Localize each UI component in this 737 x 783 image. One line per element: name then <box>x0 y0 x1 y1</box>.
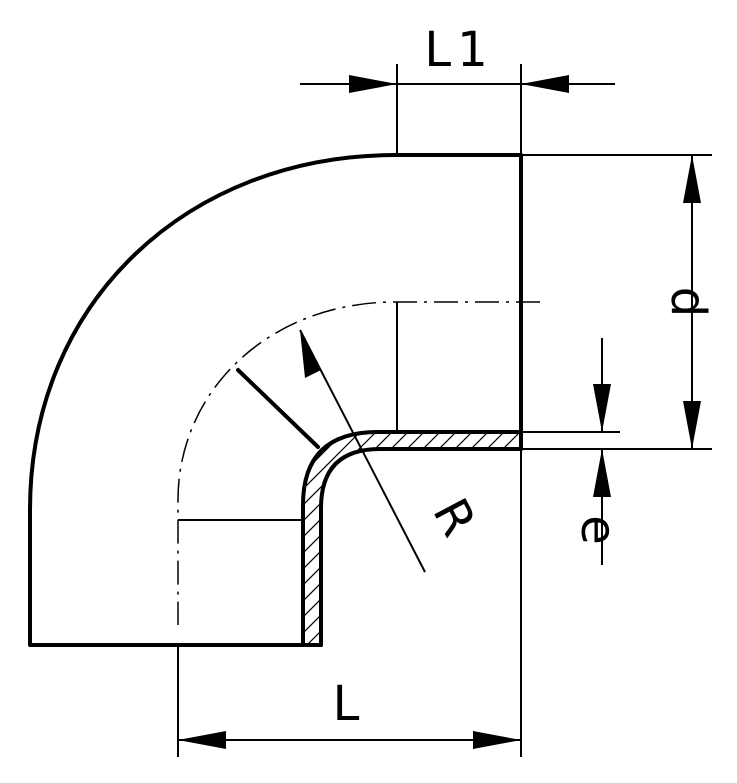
hatch-line <box>459 432 521 645</box>
wall-hatching <box>0 400 521 700</box>
hatch-line <box>443 432 521 645</box>
elbow-outer-contour <box>28 153 523 647</box>
centerline-arc <box>177 301 540 625</box>
dimension-e: e <box>521 338 626 565</box>
hatch-line <box>0 400 216 700</box>
hatch-line <box>303 432 521 645</box>
hatch-line <box>395 432 521 645</box>
hatch-line <box>303 432 441 645</box>
wall-inner-line <box>319 447 523 647</box>
hatch-line <box>303 432 489 645</box>
label-L1: L1 <box>424 22 493 78</box>
dimension-d: d <box>521 154 716 450</box>
hatch-line <box>303 432 377 645</box>
hatch-line <box>315 432 521 645</box>
hatch-line <box>363 432 521 645</box>
hatch-line <box>303 432 521 645</box>
dimension-R: R <box>236 329 487 573</box>
hatch-line <box>303 432 521 645</box>
hatch-line <box>427 432 521 645</box>
hatch-line <box>303 432 457 645</box>
hatch-line <box>379 432 521 645</box>
hatch-line <box>303 432 409 645</box>
wall-outer-line <box>301 430 523 647</box>
dimension-L1: L1 <box>300 22 615 155</box>
hatch-line <box>303 432 521 645</box>
label-R: R <box>422 490 487 546</box>
dimension-L: L <box>177 449 522 757</box>
hatch-line <box>491 432 521 645</box>
label-d: d <box>660 287 716 317</box>
hatch-line <box>303 432 505 645</box>
hatch-line <box>475 432 521 645</box>
hatch-line <box>303 432 425 645</box>
label-e: e <box>570 515 626 545</box>
label-L: L <box>333 676 360 732</box>
hatch-line <box>411 432 521 645</box>
hatch-line <box>303 432 393 645</box>
hatch-line <box>0 400 280 700</box>
hatch-line <box>303 432 345 645</box>
hatch-line <box>303 432 313 645</box>
hatch-line <box>0 400 264 700</box>
hatch-line <box>0 400 296 700</box>
hatch-line <box>331 432 521 645</box>
